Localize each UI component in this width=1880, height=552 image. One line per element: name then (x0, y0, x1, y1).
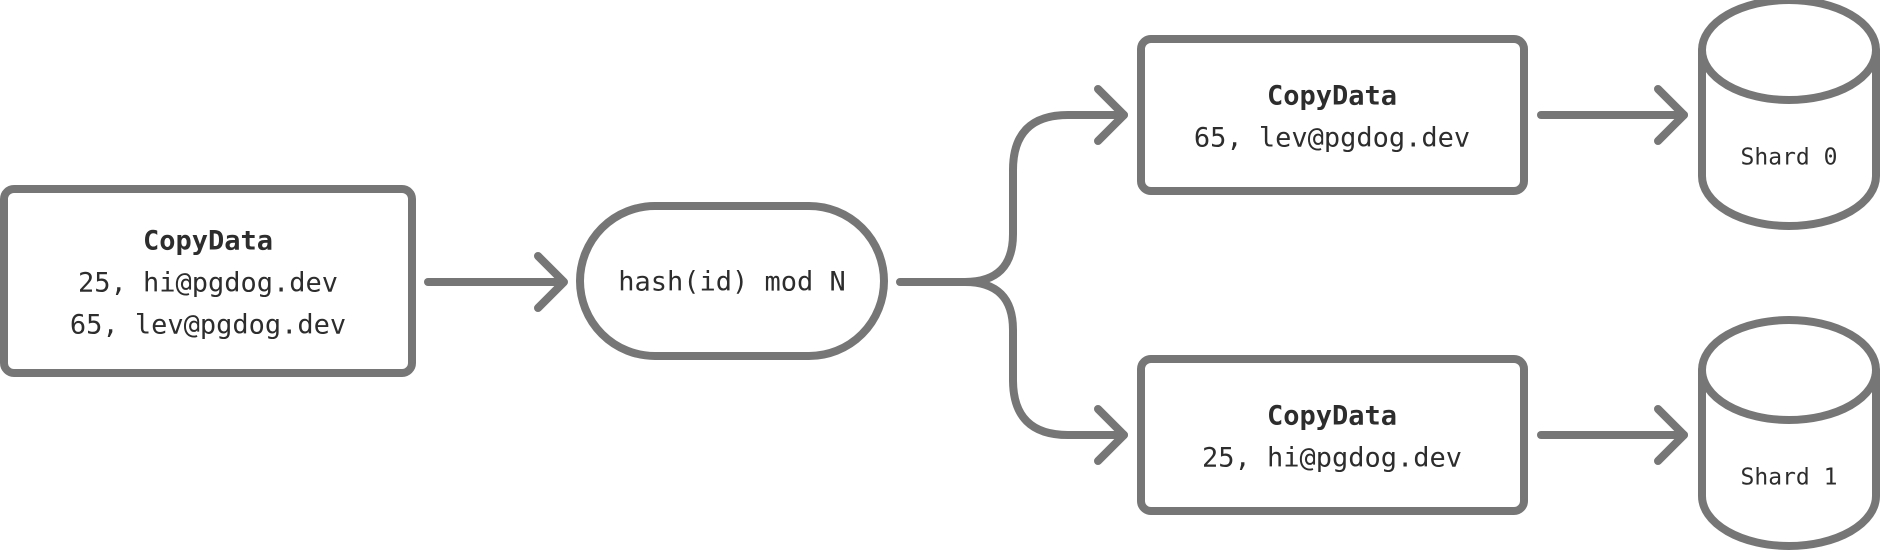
hash-router-node: hash(id) mod N (576, 202, 888, 360)
source-box-frame (0, 185, 416, 377)
branch-to-output-0 (896, 111, 1128, 286)
router-label: hash(id) mod N (618, 267, 846, 298)
branch-connector (896, 85, 1128, 465)
shard-1-cylinder-rim (1698, 366, 1880, 424)
shard-0-label: Shard 0 (1741, 145, 1838, 171)
output-box-0-title: CopyData (1267, 81, 1397, 112)
arrow-head (1654, 405, 1688, 465)
arrow-head (534, 252, 568, 312)
router-pill-frame (576, 202, 888, 360)
arrow-source-to-router (424, 252, 568, 312)
shard-0-cylinder-body (1698, 0, 1880, 230)
source-copydata-box: CopyData 25, hi@pgdog.dev 65, lev@pgdog.… (0, 185, 416, 377)
arrow-output-1-to-shard-1 (1537, 405, 1688, 465)
shard-1-cylinder-body (1698, 316, 1880, 550)
output-box-1-frame (1137, 355, 1528, 515)
output-box-0-frame (1137, 35, 1528, 195)
output-copydata-box-0: CopyData 65, lev@pgdog.dev (1137, 35, 1528, 195)
shard-1-label: Shard 1 (1741, 465, 1838, 491)
output-box-1-row: 25, hi@pgdog.dev (1202, 443, 1462, 474)
source-row-2: 65, lev@pgdog.dev (70, 310, 346, 341)
arrow-head-output-0 (1094, 85, 1128, 145)
shard-0-cylinder-rim (1698, 46, 1880, 104)
source-row-1: 25, hi@pgdog.dev (78, 268, 338, 299)
branch-to-output-1 (961, 278, 1128, 439)
arrow-head (1654, 85, 1688, 145)
output-box-0-row: 65, lev@pgdog.dev (1194, 123, 1470, 154)
shard-0-database-icon: Shard 0 (1698, 0, 1880, 230)
shard-1-database-icon: Shard 1 (1698, 316, 1880, 550)
output-copydata-box-1: CopyData 25, hi@pgdog.dev (1137, 355, 1528, 515)
arrow-head-output-1 (1094, 405, 1128, 465)
arrow-output-0-to-shard-0 (1537, 85, 1688, 145)
output-box-1-title: CopyData (1267, 401, 1397, 432)
source-box-title: CopyData (143, 226, 273, 257)
